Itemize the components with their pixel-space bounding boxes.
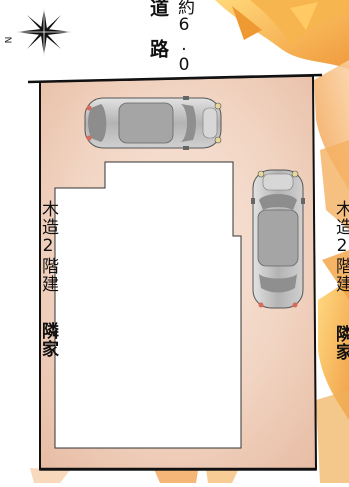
building-footprint <box>54 161 242 449</box>
right-neighbor-house: 隣家 <box>332 325 349 361</box>
road-label: 道 路 <box>147 0 169 58</box>
site-right-edge <box>312 75 317 471</box>
compass-star-icon <box>16 8 72 56</box>
parked-car-vertical <box>251 169 305 309</box>
left-neighbor-house: 隣家 <box>38 322 58 358</box>
north-letter: N <box>4 36 15 44</box>
right-neighbor-structure: 木造2階建 <box>332 200 349 293</box>
parked-car-horizontal <box>84 96 222 150</box>
road-width: 約6.0 <box>174 0 194 75</box>
road-boundary-line <box>27 73 323 84</box>
left-neighbor-structure: 木造2階建 <box>38 200 58 293</box>
